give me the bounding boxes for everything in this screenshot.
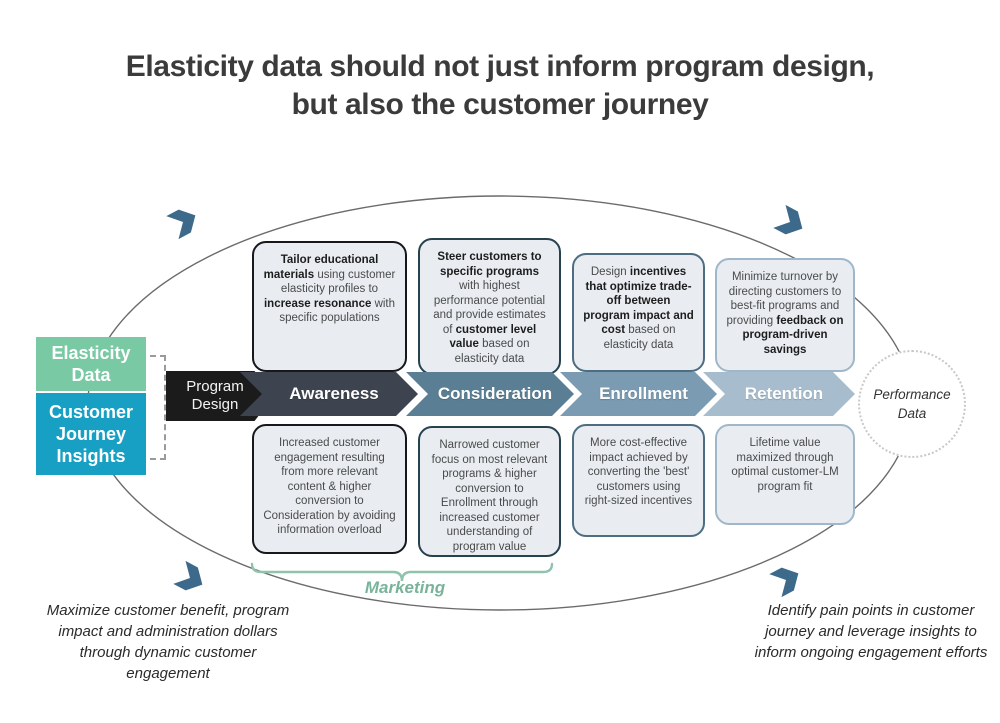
stage-arrow-retention[interactable]: Retention: [703, 372, 855, 416]
loop-arrow-bottom-left: [173, 560, 203, 591]
stage-card-bottom-awareness: Increased customer engagement resulting …: [252, 424, 407, 554]
dashed-connector-bracket: [150, 355, 166, 460]
stage-card-top-retention: Minimize turnover by directing customers…: [715, 258, 855, 372]
stage-arrow-consideration[interactable]: Consideration: [406, 372, 574, 416]
stage-card-bottom-text-retention: Lifetime value maximized through optimal…: [731, 437, 839, 493]
stage-card-bottom-text-awareness: Increased customer engagement resulting …: [263, 437, 396, 536]
stage-arrow-label-retention: Retention: [744, 384, 824, 403]
stage-arrow-awareness[interactable]: Awareness: [240, 372, 418, 416]
stage-card-top-consideration: Steer customers to specific programs wit…: [418, 238, 561, 375]
stage-card-top-text-retention: Minimize turnover by directing customers…: [726, 271, 844, 356]
title-line-2: but also the customer journey: [291, 88, 709, 121]
loop-arrow-top-left: [166, 209, 196, 240]
stage-arrow-label-awareness: Awareness: [289, 384, 379, 403]
stage-arrow-label-enrollment: Enrollment: [599, 384, 688, 403]
stage-card-bottom-retention: Lifetime value maximized through optimal…: [715, 424, 855, 525]
stage-card-top-text-enrollment: Design incentives that optimize trade-of…: [583, 266, 694, 351]
stage-card-top-awareness: Tailor educational materials using custo…: [252, 241, 407, 372]
loop-arrow-bottom-right: [769, 567, 799, 598]
stage-arrow-label-consideration: Consideration: [437, 384, 553, 403]
marketing-bracket-label: Marketing: [364, 578, 446, 597]
stage-card-top-text-consideration: Steer customers to specific programs wit…: [433, 251, 546, 365]
page-title: Elasticity data should not just inform p…: [0, 48, 1000, 124]
stage-card-bottom-text-enrollment: More cost-effective impact achieved by c…: [584, 437, 693, 507]
stage-card-bottom-text-consideration: Narrowed customer focus on most relevant…: [431, 439, 548, 553]
stage-card-bottom-consideration: Narrowed customer focus on most relevant…: [418, 426, 561, 557]
stage-arrow-enrollment[interactable]: Enrollment: [560, 372, 717, 416]
title-line-1: Elasticity data should not just inform p…: [125, 50, 875, 83]
caption-right: Identify pain points in customer journey…: [754, 602, 988, 661]
caption-left: Maximize customer benefit, program impac…: [46, 602, 290, 682]
stage-card-top-text-awareness: Tailor educational materials using custo…: [263, 254, 396, 324]
stage-card-bottom-enrollment: More cost-effective impact achieved by c…: [572, 424, 705, 537]
marketing-bracket: [250, 562, 554, 582]
stage-card-top-enrollment: Design incentives that optimize trade-of…: [572, 253, 705, 372]
loop-arrow-top-right: [773, 204, 803, 235]
